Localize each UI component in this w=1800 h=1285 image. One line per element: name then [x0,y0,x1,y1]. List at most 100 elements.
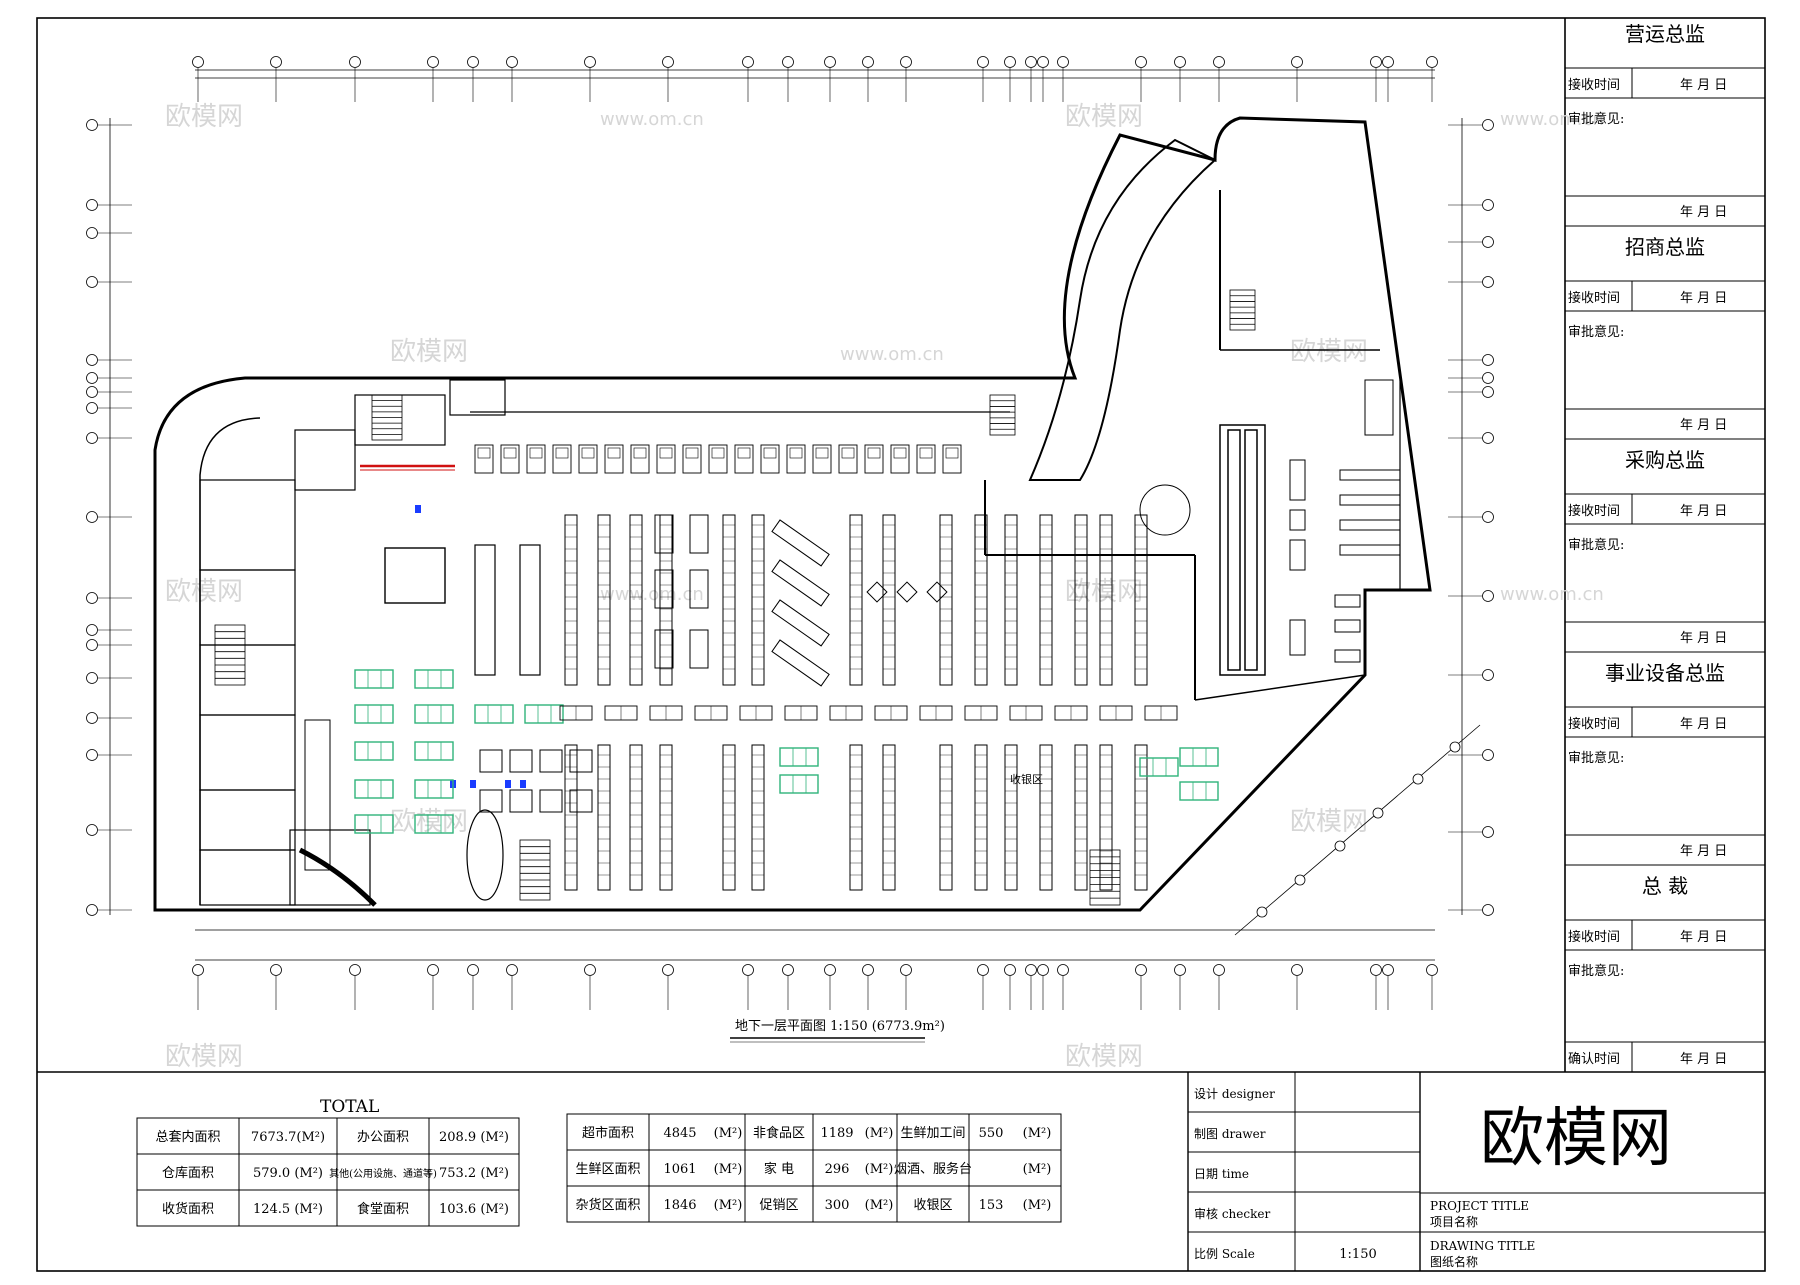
grid-bubble [824,56,836,68]
grid-bubble [742,56,754,68]
grid-bubble [86,904,98,916]
wall-shelf [578,444,598,474]
green-table [414,741,454,761]
approval-panel: 营运总监接收时间年 月 日审批意见:年 月 日招商总监接收时间年 月 日审批意见… [1565,22,1765,1072]
watermark-brand: 欧模网 [1290,807,1368,837]
gondola [629,744,643,891]
green-table [414,779,454,799]
wall-shelf-box [659,447,673,459]
wall-shelf-box [789,447,803,459]
island-table [689,569,709,609]
table-cell: (M²) [1023,1198,1052,1213]
table-cell: (M²) [714,1162,743,1177]
table-cell: 非食品区 [753,1125,805,1141]
green-table [474,704,514,724]
receive-date: 年 月 日 [1680,291,1727,306]
receive-time-label: 接收时间 [1568,929,1620,945]
comment-label: 审批意见: [1568,324,1624,340]
wall-shelf [656,444,676,474]
grid-bubble [1294,874,1306,886]
grid-bubble [1382,56,1394,68]
grid-bubble [1213,56,1225,68]
grid-bubble [86,276,98,288]
grid-bubble [1135,56,1147,68]
grid-bubble [467,56,479,68]
wall-shelf [552,444,572,474]
grid-bubble [1482,199,1494,211]
wall-shelf [786,444,806,474]
wall-shelf-box [581,447,595,459]
grid-axis-diagonal [1256,741,1461,918]
wall-shelf-box [919,447,933,459]
freezer [479,789,503,813]
stair [214,624,246,686]
sheet-border [36,17,1766,1272]
grid-bubble [1482,590,1494,602]
table-cell: 生鲜加工间 [900,1126,965,1141]
escalator [1219,424,1266,676]
green-table [354,669,394,689]
receive-time-label: 接收时间 [1568,503,1620,519]
grid-bubble [1482,354,1494,366]
wall-shelf [838,444,858,474]
wall-shelf-box [945,447,959,459]
diamond-display [896,581,918,603]
grid-bubble [427,964,439,976]
project-title-en: PROJECT TITLE [1430,1199,1529,1213]
wall-shelf-box [503,447,517,459]
drawing-title-en: DRAWING TITLE [1430,1239,1535,1253]
grid-bubble [862,56,874,68]
diagonal-rack [771,639,830,687]
table-cell: 收货面积 [162,1201,214,1217]
grid-bubble [977,56,989,68]
outer-ramp-curve [199,417,261,905]
table-cell: 103.6 (M²) [439,1202,509,1217]
grid-bubble [86,402,98,414]
perimeter-wall-shelves [360,411,1010,474]
grid-bubble [86,354,98,366]
approval-title: 事业设备总监 [1605,661,1725,685]
receive-date: 年 月 日 [1680,930,1727,945]
wall-shelf [890,444,910,474]
grid-bubble [192,964,204,976]
green-table [354,814,394,834]
grid-bubble [1426,56,1438,68]
grid-bubble [900,964,912,976]
wall-shelf [474,444,494,474]
grid-bubble [662,964,674,976]
gondola [1099,514,1113,686]
gondola [629,514,643,686]
watermark-site: www.om.cn [1500,109,1604,130]
island-table [654,629,674,669]
column-round [1139,484,1191,536]
watermark-brand: 欧模网 [165,577,243,607]
grid-bubble [1372,807,1384,819]
watermark-brand: 欧模网 [165,102,243,132]
wall-shelf [812,444,832,474]
gondola [722,514,736,686]
gondola [1134,744,1148,891]
confirm-time-label: 确认时间 [1568,1052,1620,1067]
gondola [722,744,736,891]
grid-bubble [1482,276,1494,288]
grid-bubble [782,56,794,68]
grid-bubble [584,964,596,976]
table-cell: (M²) [865,1198,894,1213]
grid-axis-bottom [192,964,1438,1010]
table-cell: 208.9 (M²) [439,1130,509,1145]
grid-bubble [86,824,98,836]
grid-bubble [1037,964,1049,976]
watermark-brand: 欧模网 [1065,577,1143,607]
table-cell: 其他(公用设施、通道等) [329,1167,437,1180]
gondola [939,744,953,891]
watermark-brand: 欧模网 [1065,102,1143,132]
diamond-display [866,581,888,603]
sign-date: 年 月 日 [1680,844,1727,859]
receive-time-label: 接收时间 [1568,716,1620,732]
zone-label: 收银区 [1010,772,1043,786]
gondola [564,514,578,686]
table-cell: 办公面积 [357,1130,409,1145]
grid-bubble [1482,904,1494,916]
diamond-display [926,581,948,603]
